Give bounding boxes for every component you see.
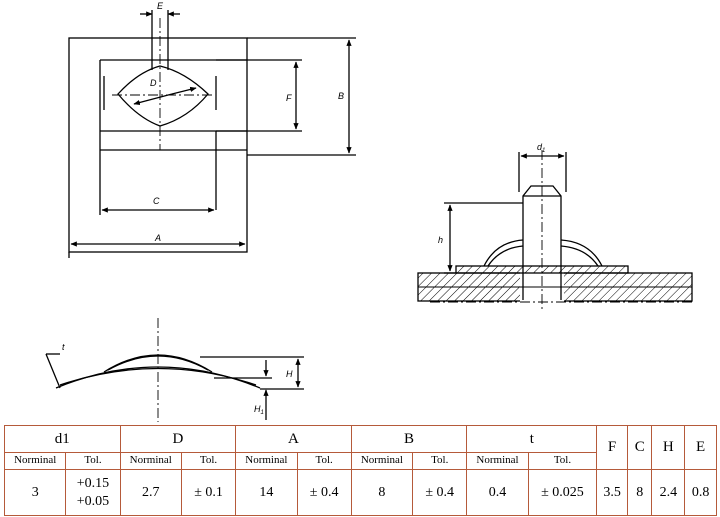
value-row: 3 +0.15 +0.05 2.7 ± 0.1 14 ± 0.4 8 ± 0.4… [3,469,717,516]
label-D: D [150,78,157,88]
subheader-tol: Tol. [65,452,121,470]
value-d1-tol-lower: +0.05 [76,493,110,509]
subheader-tol: Tol. [180,452,237,470]
value-E: 0.8 [684,469,717,516]
subheader-nominal: Norminal [466,452,529,470]
subheader-tol: Tol. [527,452,598,470]
header-B: B [350,425,468,453]
value-F: 3.5 [596,469,628,516]
subheader-tol: Tol. [412,452,468,470]
value-B-tol: ± 0.4 [412,469,468,516]
label-t: t [62,342,65,352]
value-A-nominal: 14 [235,469,298,516]
header-C: C [626,425,653,470]
label-E: E [157,1,164,11]
profile-view-labels: t H H1 [62,342,293,416]
subheader-tol: Tol. [296,452,352,470]
section-view [417,150,693,310]
value-A-tol: ± 0.4 [296,469,352,516]
label-A: A [154,233,161,243]
label-h: h [438,235,443,245]
technical-drawing: E D F B C A d1 h [45,1,693,422]
spec-table: d1 D A B t F C H E Norminal Tol. Normina… [3,425,717,516]
value-C: 8 [626,469,653,516]
plate-outline [68,37,248,253]
header-E: E [684,425,717,470]
value-t-nominal: 0.4 [466,469,529,516]
value-t-tol: ± 0.025 [527,469,598,516]
value-D-tol: ± 0.1 [180,469,237,516]
profile-view [45,318,304,422]
label-F: F [286,93,292,103]
subheader-nominal: Norminal [3,452,67,470]
header-D: D [119,425,237,453]
header-row: d1 D A B t F C H E [4,425,717,470]
top-view [68,10,356,258]
value-D-nominal: 2.7 [119,469,182,516]
label-C: C [153,196,160,206]
label-H: H [286,369,293,379]
section-view-labels: d1 h [438,142,545,245]
value-H: 2.4 [651,469,686,516]
value-d1-nominal: 3 [3,469,67,516]
value-d1-tol: +0.15 +0.05 [65,469,121,516]
clip-dome [487,245,599,267]
subheader-nominal: Norminal [119,452,182,470]
label-H1: H1 [254,404,264,416]
header-H: H [651,425,686,470]
header-A: A [235,425,352,453]
header-F: F [596,425,628,470]
header-d1: d1 [4,425,121,453]
value-B-nominal: 8 [350,469,414,516]
header-t: t [466,425,598,453]
top-view-labels: E D F B C A [150,1,344,243]
subheader-nominal: Norminal [235,452,298,470]
label-d1: d1 [537,142,545,154]
label-B: B [338,91,344,101]
subheader-nominal: Norminal [350,452,414,470]
value-d1-tol-upper: +0.15 [76,476,110,491]
